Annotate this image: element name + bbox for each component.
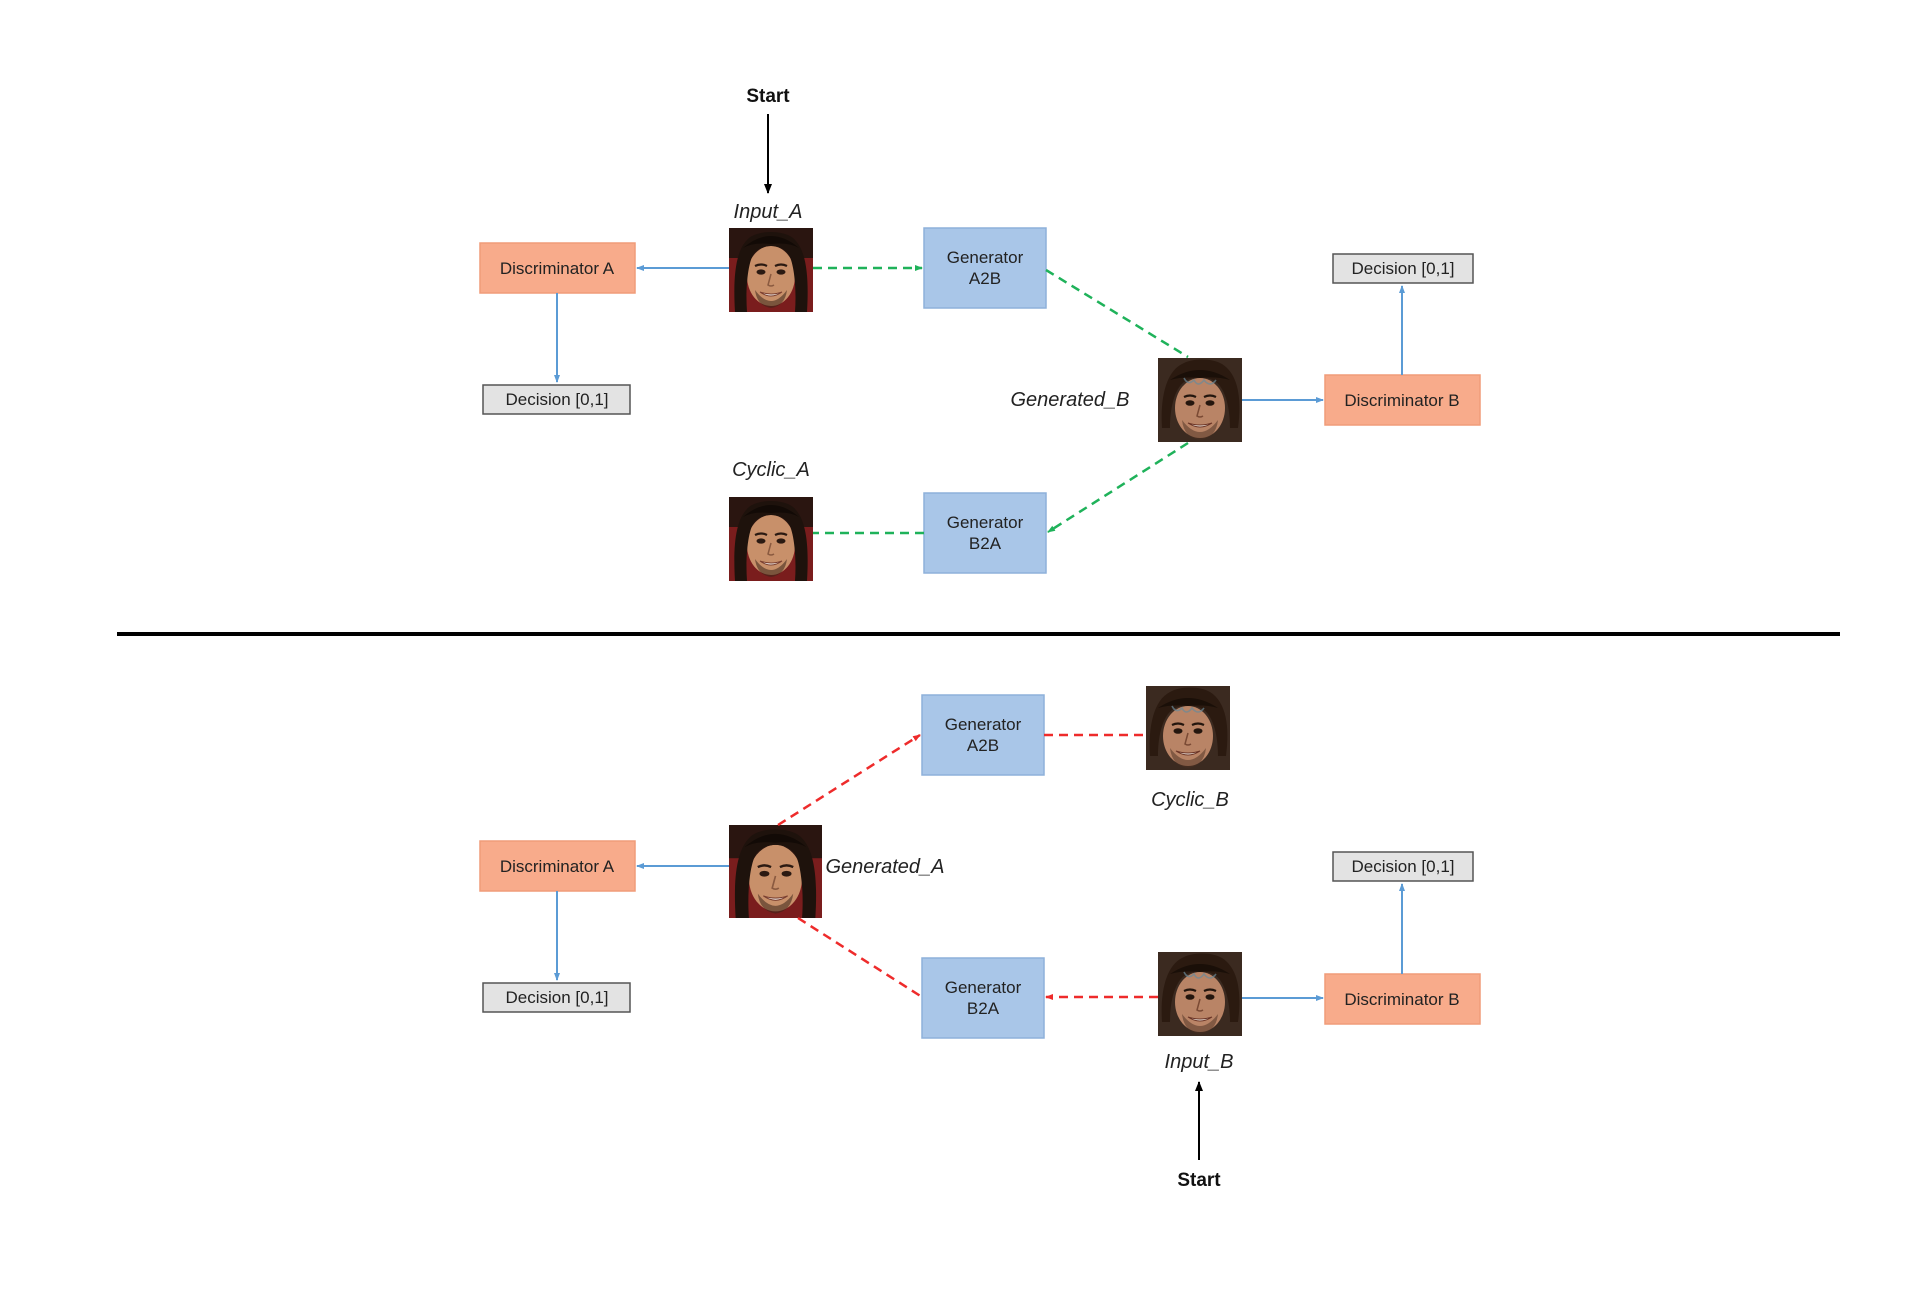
generator-a2b-top-line1: Generator — [947, 248, 1024, 267]
decision-right-top-label: Decision [0,1] — [1352, 259, 1455, 278]
generated-a-label: Generated_A — [826, 856, 945, 878]
generator-b2a-top — [923, 492, 1047, 574]
cyclic-b-label: Cyclic_B — [1151, 789, 1229, 811]
generator-b2a-bottom-line1: Generator — [945, 978, 1022, 997]
green-dash-generatedb-to-genb2a — [1047, 441, 1189, 534]
generated-b-label: Generated_B — [1011, 389, 1130, 411]
input-a-image — [729, 228, 813, 312]
generator-b2a-bottom — [921, 957, 1045, 1039]
generator-a2b-top — [923, 227, 1047, 309]
generated-b-image — [1158, 358, 1242, 442]
input-b-image — [1158, 952, 1242, 1036]
discriminator-a-bottom-label: Discriminator A — [500, 857, 615, 876]
discriminator-b-bottom-label: Discriminator B — [1344, 990, 1459, 1009]
cyclic-b-image — [1146, 686, 1230, 770]
generator-a2b-bottom-line2: A2B — [967, 736, 999, 755]
discriminator-a-bottom — [479, 840, 636, 892]
input-b-label: Input_B — [1165, 1051, 1234, 1073]
cyclic-a-image — [729, 497, 813, 581]
discriminator-b-top — [1324, 374, 1481, 426]
decision-left-top-label: Decision [0,1] — [506, 390, 609, 409]
decision-right-top — [1332, 253, 1474, 284]
cyclic-a-label: Cyclic_A — [732, 459, 810, 481]
generator-b2a-top-line1: Generator — [947, 513, 1024, 532]
decision-right-bottom — [1332, 851, 1474, 882]
decision-left-top — [482, 384, 631, 415]
generator-a2b-bottom-line1: Generator — [945, 715, 1022, 734]
generator-a2b-top-line2: A2B — [969, 269, 1001, 288]
discriminator-a-top-label: Discriminator A — [500, 259, 615, 278]
input-a-label: Input_A — [734, 201, 803, 223]
red-dash-generateda-to-gena2b — [777, 733, 921, 827]
start-label-top: Start — [746, 86, 790, 107]
generated-a-image — [729, 825, 822, 918]
generator-b2a-top-line2: B2A — [969, 534, 1002, 553]
decision-right-bottom-label: Decision [0,1] — [1352, 857, 1455, 876]
discriminator-b-top-label: Discriminator B — [1344, 391, 1459, 410]
generator-b2a-bottom-line2: B2A — [967, 999, 1000, 1018]
decision-left-bottom-label: Decision [0,1] — [506, 988, 609, 1007]
red-dash-generateda-to-genb2a — [797, 916, 923, 999]
decision-left-bottom — [482, 982, 631, 1013]
generator-a2b-bottom — [921, 694, 1045, 776]
start-label-bottom: Start — [1177, 1170, 1221, 1191]
discriminator-b-bottom — [1324, 973, 1481, 1025]
green-dash-gen-to-generatedb — [1045, 268, 1189, 359]
